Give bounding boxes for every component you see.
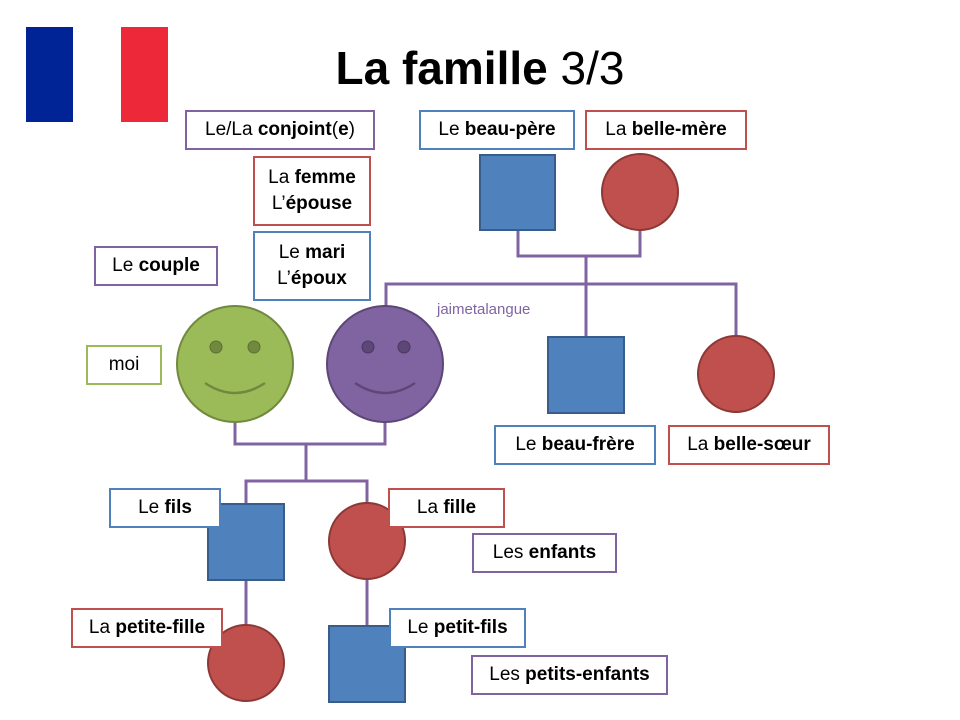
label-text: belle-mère	[631, 119, 727, 140]
label-text: Les	[492, 542, 529, 563]
label-text: )	[348, 119, 355, 140]
page-title: La famille 3/3	[335, 42, 625, 94]
watermark: jaimetalangue	[437, 301, 531, 318]
label-line: Le mari	[279, 240, 346, 266]
label-text: femme	[294, 167, 356, 188]
label-text: Le	[138, 497, 165, 518]
belle-mere-circle	[601, 153, 679, 231]
fille-circle	[328, 502, 406, 580]
label-text: fils	[164, 497, 192, 518]
label-belle-mere: La belle-mère	[585, 110, 747, 150]
label-line: L’épouse	[272, 191, 352, 217]
label-text: Le	[438, 119, 465, 140]
beau-pere-square	[479, 154, 556, 231]
connector-lines	[233, 229, 738, 625]
label-petit-fils: Le petit-fils	[389, 608, 526, 648]
label-line: L’époux	[277, 266, 347, 292]
label-text: La	[88, 617, 116, 638]
label-text: La	[605, 119, 632, 140]
label-text: Le	[407, 617, 434, 638]
label-text: (	[331, 119, 339, 140]
petite-fille-circle	[207, 624, 285, 702]
label-text: Les	[489, 664, 526, 685]
moi-right-eye	[247, 340, 261, 354]
flag-blue-stripe	[26, 27, 74, 122]
in-laws-connector	[516, 229, 642, 258]
label-line: Le couple	[112, 253, 200, 279]
label-text: L’	[277, 268, 291, 289]
label-text: beau-frère	[541, 434, 635, 455]
french-flag	[26, 27, 168, 122]
label-line: Le fils	[138, 495, 192, 521]
label-fils: Le fils	[109, 488, 221, 528]
label-line: Le beau-frère	[515, 432, 634, 458]
label-text: époux	[290, 268, 347, 289]
label-petits-enfants: Les petits-enfants	[471, 655, 668, 695]
flag-white-stripe	[73, 27, 121, 122]
label-text: beau-père	[464, 119, 556, 140]
label-text: L’	[271, 193, 286, 214]
label-line: La petite-fille	[89, 615, 205, 641]
label-text: petite-fille	[115, 617, 206, 638]
conjoint-left-eye	[361, 340, 375, 354]
label-moi: moi	[86, 345, 162, 385]
label-text: petit-fils	[433, 617, 508, 638]
label-text: petits-enfants	[525, 664, 650, 685]
moi-left-eye	[209, 340, 223, 354]
belle-soeur-circle	[697, 335, 775, 413]
children-bar	[244, 479, 369, 503]
label-line: Le beau-père	[438, 117, 555, 143]
label-line: moi	[109, 352, 140, 378]
label-line: Le petit-fils	[407, 615, 507, 641]
label-line: La fille	[417, 495, 476, 521]
label-petite-fille: La petite-fille	[71, 608, 223, 648]
label-text: Le/La	[205, 119, 258, 140]
label-line: Le/La conjoint(e)	[205, 117, 355, 143]
label-text: Le	[278, 242, 306, 263]
couple-connector	[233, 422, 387, 446]
label-text: La	[268, 167, 295, 188]
conjoint-smile	[354, 381, 416, 395]
label-text: enfants	[528, 542, 597, 563]
label-text: Le	[515, 434, 542, 455]
in-laws-children-bar	[384, 282, 738, 337]
label-text: e	[338, 119, 349, 140]
label-line: La belle-mère	[605, 117, 726, 143]
label-belle-soeur: La belle-sœur	[668, 425, 830, 465]
label-line: Les enfants	[493, 540, 597, 566]
label-text: conjoint	[257, 119, 332, 140]
label-line: La femme	[268, 165, 356, 191]
label-line: Les petits-enfants	[489, 662, 650, 688]
label-text: Le	[112, 255, 139, 276]
label-text: épouse	[285, 193, 353, 214]
label-text: couple	[138, 255, 200, 276]
label-text: La	[416, 497, 444, 518]
flag-red-stripe	[120, 27, 168, 122]
label-line: La belle-sœur	[687, 432, 811, 458]
moi-smile	[204, 381, 266, 395]
label-conjoint: Le/La conjoint(e)	[185, 110, 375, 150]
conjoint-smiley	[326, 305, 444, 423]
moi-smiley	[176, 305, 294, 423]
beau-frere-square	[547, 336, 625, 414]
label-text: mari	[305, 242, 346, 263]
label-couple: Le couple	[94, 246, 218, 286]
label-text: La	[687, 434, 714, 455]
conjoint-right-eye	[397, 340, 411, 354]
label-text: fille	[443, 497, 477, 518]
label-enfants: Les enfants	[472, 533, 617, 573]
label-text: moi	[108, 354, 140, 375]
label-fille: La fille	[388, 488, 505, 528]
label-beau-frere: Le beau-frère	[494, 425, 656, 465]
label-beau-pere: Le beau-père	[419, 110, 575, 150]
label-text: belle-sœur	[713, 434, 811, 455]
